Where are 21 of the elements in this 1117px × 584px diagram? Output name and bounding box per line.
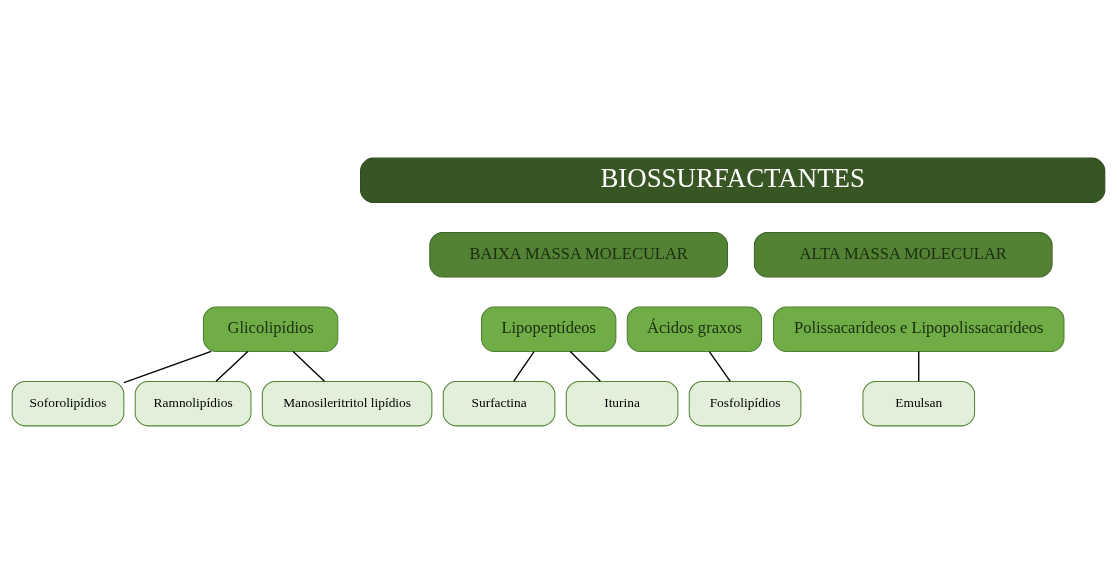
node-box: Polissacarídeos e Lipopolissacarídeos bbox=[773, 306, 1065, 352]
connector bbox=[292, 350, 326, 382]
node-box: Iturina bbox=[565, 380, 679, 427]
node-box: Lipopeptídeos bbox=[480, 306, 617, 352]
node-box: Glicolipídios bbox=[202, 306, 339, 352]
node-box: ALTA MASSA MOLECULAR bbox=[753, 232, 1053, 278]
connector bbox=[123, 350, 212, 384]
connector bbox=[513, 350, 535, 382]
node-box: BAIXA MASSA MOLECULAR bbox=[429, 232, 729, 278]
connector bbox=[569, 350, 601, 382]
node-box: BIOSSURFACTANTES bbox=[360, 157, 1106, 204]
node-box: Soforolipídios bbox=[11, 380, 125, 427]
connector bbox=[708, 350, 731, 382]
node-box: Surfactina bbox=[442, 380, 556, 427]
connector bbox=[918, 350, 920, 382]
node-box: Ácidos graxos bbox=[626, 306, 763, 352]
node-box: Fosfolipídios bbox=[688, 380, 802, 427]
node-box: Emulsan bbox=[862, 380, 976, 427]
connector bbox=[215, 350, 249, 382]
node-box: Manosileritritol lipídios bbox=[261, 380, 433, 427]
node-box: Ramnolipídios bbox=[134, 380, 252, 427]
